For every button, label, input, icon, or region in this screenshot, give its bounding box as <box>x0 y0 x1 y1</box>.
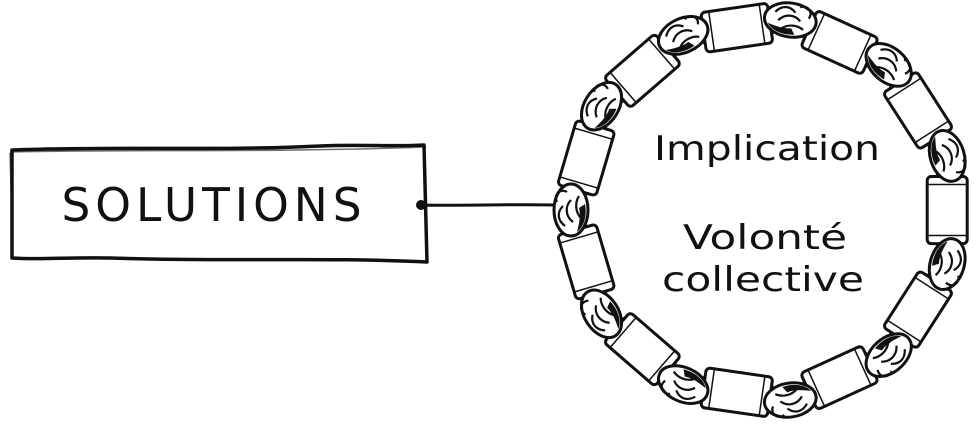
arm-sleeve <box>698 367 775 417</box>
circle-text-implication: Implication <box>654 129 880 169</box>
connector <box>416 200 555 210</box>
arm-sleeve <box>927 174 967 246</box>
handshake-icon <box>554 184 588 236</box>
connector-dot <box>416 200 426 210</box>
solutions-label: SOLUTIONS <box>62 178 367 232</box>
hand-ring <box>554 0 971 421</box>
solutions-box: SOLUTIONS <box>10 145 427 262</box>
circle-text-volonte: Volonté <box>683 218 847 258</box>
connector-line <box>418 205 555 206</box>
circle-text-group: Implication Volonté collective <box>654 129 880 300</box>
circle-text-collective: collective <box>662 260 864 300</box>
arm-sleeve <box>698 3 775 53</box>
